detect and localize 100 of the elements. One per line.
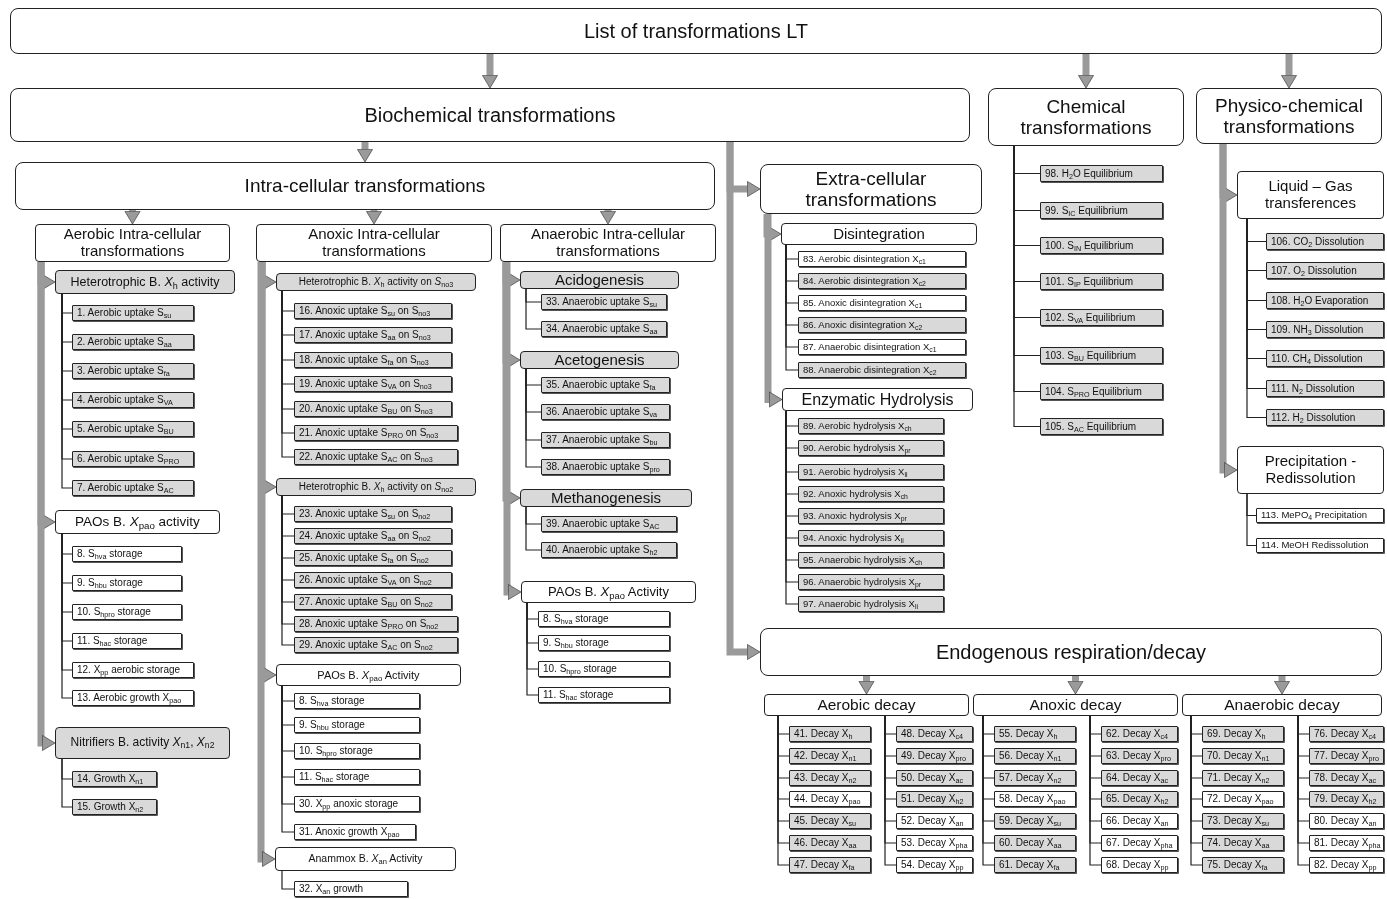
- process-box: 8. S$_{hva}$ storage: [538, 611, 670, 627]
- process-box: 11. S$_{hac}$ storage: [294, 769, 420, 785]
- block-arrow: [503, 262, 522, 600]
- process-box: 47. Decay X$_{fa}$: [789, 857, 871, 873]
- process-box: 94. Anoxic hydrolysis X$_{li}$: [798, 530, 944, 546]
- process-box: 10. S$_{hpro}$ storage: [294, 743, 420, 759]
- process-box: 67. Decay X$_{pha}$: [1101, 835, 1178, 851]
- process-box: 64. Decay X$_{ac}$: [1101, 770, 1178, 786]
- process-box: 78. Decay X$_{ac}$: [1309, 770, 1384, 786]
- process-box: 114. MeOH Redissolution: [1256, 538, 1384, 553]
- process-box: 86. Anoxic disintegration X$_{c2}$: [798, 317, 966, 333]
- block-arrow: [763, 214, 782, 242]
- block-arrow: [37, 262, 56, 751]
- process-box: 24. Anoxic uptake S$_{aa}$ on S$_{no2}$: [294, 528, 452, 544]
- process-box: 22. Anoxic uptake S$_{AC}$ on S$_{no3}$: [294, 449, 458, 465]
- process-box: 61. Decay X$_{fa}$: [994, 857, 1076, 873]
- category-box: Heterotrophic B. X$_{h}$ activity: [55, 270, 235, 294]
- connector-line: [61, 533, 73, 699]
- connector-line: [281, 870, 295, 890]
- connector-line: [525, 506, 542, 551]
- process-box: 23. Anoxic uptake S$_{su}$ on S$_{no2}$: [294, 506, 452, 522]
- process-box: 52. Decay X$_{an}$: [896, 813, 973, 829]
- category-box: Aerobic Intra-cellular transformations: [35, 224, 230, 262]
- process-box: 90. Aerobic hydrolysis X$_{pr}$: [798, 440, 944, 456]
- process-box: 2. Aerobic uptake S$_{aa}$: [72, 334, 194, 350]
- process-box: 34. Anaerobic uptake S$_{aa}$: [541, 321, 667, 337]
- process-box: 40. Anaerobic uptake S$_{h2}$: [541, 542, 677, 558]
- block-arrow: [600, 210, 616, 225]
- connector-line: [281, 685, 295, 833]
- process-box: 83. Aerobic disintegration X$_{c1}$: [798, 251, 966, 267]
- process-box: 112. H$_{2}$ Dissolution: [1266, 409, 1384, 426]
- category-box: Anaerobic Intra-cellular transformations: [500, 224, 716, 262]
- process-box: 95. Anaerobic hydrolysis X$_{ch}$: [798, 552, 944, 568]
- process-box: 12. X$_{pp}$ aerobic storage: [72, 662, 194, 678]
- process-box: 63. Decay X$_{pro}$: [1101, 748, 1178, 764]
- process-box: 14. Growth X$_{n1}$: [72, 771, 157, 787]
- block-arrow: [124, 210, 141, 225]
- process-box: 51. Decay X$_{h2}$: [896, 791, 973, 807]
- category-box: Acetogenesis: [520, 351, 679, 369]
- process-box: 16. Anoxic uptake S$_{su}$ on S$_{no3}$: [294, 303, 452, 319]
- process-box: 44. Decay X$_{pao}$: [789, 791, 871, 807]
- process-box: 36. Anaerobic uptake S$_{va}$: [541, 404, 670, 420]
- process-box: 56. Decay X$_{n1}$: [994, 748, 1076, 764]
- process-box: 5. Aerobic uptake S$_{BU}$: [72, 421, 194, 437]
- process-box: 99. S$_{IC}$ Equilibrium: [1040, 202, 1163, 219]
- block-arrow: [1078, 54, 1094, 89]
- process-box: 82. Decay X$_{pp}$: [1309, 857, 1384, 873]
- connector-line: [525, 288, 542, 330]
- process-box: 77. Decay X$_{pro}$: [1309, 748, 1384, 764]
- process-box: 89. Aerobic hydrolysis X$_{ch}$: [798, 418, 944, 434]
- process-box: 48. Decay X$_{c4}$: [896, 726, 973, 742]
- process-box: 98. H$_{2}$O Equilibrium: [1040, 165, 1163, 182]
- connector-line: [61, 758, 73, 808]
- process-box: 17. Anoxic uptake S$_{aa}$ on S$_{no3}$: [294, 327, 452, 343]
- process-box: 57. Decay X$_{n2}$: [994, 770, 1076, 786]
- process-box: 32. X$_{an}$ growth: [294, 881, 408, 897]
- process-box: 69. Decay X$_{h}$: [1202, 726, 1284, 742]
- category-box: Physico-chemical transformations: [1196, 88, 1382, 144]
- process-box: 33. Anaerobic uptake S$_{su}$: [541, 294, 667, 310]
- process-box: 54. Decay X$_{pp}$: [896, 857, 973, 873]
- process-box: 11. S$_{hac}$ storage: [538, 687, 670, 703]
- process-box: 59. Decay X$_{su}$: [994, 813, 1076, 829]
- process-box: 45. Decay X$_{su}$: [789, 813, 871, 829]
- process-box: 79. Decay X$_{h2}$: [1309, 791, 1384, 807]
- process-box: 10. S$_{hpro}$ storage: [538, 661, 670, 677]
- block-arrow: [482, 54, 498, 89]
- process-box: 43. Decay X$_{n2}$: [789, 770, 871, 786]
- process-box: 13. Aerobic growth X$_{pao}$: [72, 690, 194, 706]
- process-box: 53. Decay X$_{pha}$: [896, 835, 973, 851]
- process-box: 66. Decay X$_{an}$: [1101, 813, 1178, 829]
- block-arrow: [726, 142, 761, 660]
- process-box: 11. S$_{hac}$ storage: [72, 633, 182, 649]
- block-arrow: [366, 210, 382, 225]
- process-box: 49. Decay X$_{pro}$: [896, 748, 973, 764]
- process-box: 60. Decay X$_{aa}$: [994, 835, 1076, 851]
- category-box: Anoxic Intra-cellular transformations: [256, 224, 492, 262]
- category-box: Chemical transformations: [988, 88, 1184, 146]
- process-box: 80. Decay X$_{an}$: [1309, 813, 1384, 829]
- connector-line: [525, 368, 542, 468]
- process-box: 105. S$_{AC}$ Equilibrium: [1040, 418, 1163, 435]
- process-box: 109. NH$_{3}$ Dissolution: [1266, 321, 1384, 338]
- process-box: 38. Anaerobic uptake S$_{pro}$: [541, 459, 670, 475]
- category-box: Liquid – Gas transferences: [1237, 171, 1384, 219]
- process-box: 7. Aerobic uptake S$_{AC}$: [72, 480, 194, 496]
- process-box: 76. Decay X$_{c4}$: [1309, 726, 1384, 742]
- process-box: 108. H$_{2}$O Evaporation: [1266, 292, 1384, 309]
- category-box: Aerobic decay: [764, 694, 969, 716]
- block-arrow: [1067, 676, 1084, 695]
- process-box: 100. S$_{IN}$ Equilibrium: [1040, 237, 1163, 254]
- process-box: 41. Decay X$_{h}$: [789, 726, 871, 742]
- process-box: 72. Decay X$_{pao}$: [1202, 791, 1284, 807]
- category-box: Intra-cellular transformations: [15, 162, 715, 210]
- process-box: 111. N$_{2}$ Dissolution: [1266, 380, 1384, 397]
- process-box: 50. Decay X$_{ac}$: [896, 770, 973, 786]
- process-box: 26. Anoxic uptake S$_{VA}$ on S$_{no2}$: [294, 572, 452, 588]
- category-box: Extra-cellular transformations: [760, 164, 982, 214]
- process-box: 19. Anoxic uptake S$_{VA}$ on S$_{no3}$: [294, 376, 452, 392]
- process-box: 85. Anoxic disintegration X$_{c1}$: [798, 295, 966, 311]
- category-box: Enzymatic Hydrolysis: [782, 388, 973, 411]
- process-box: 97. Anaerobic hydrolysis X$_{li}$: [798, 596, 944, 612]
